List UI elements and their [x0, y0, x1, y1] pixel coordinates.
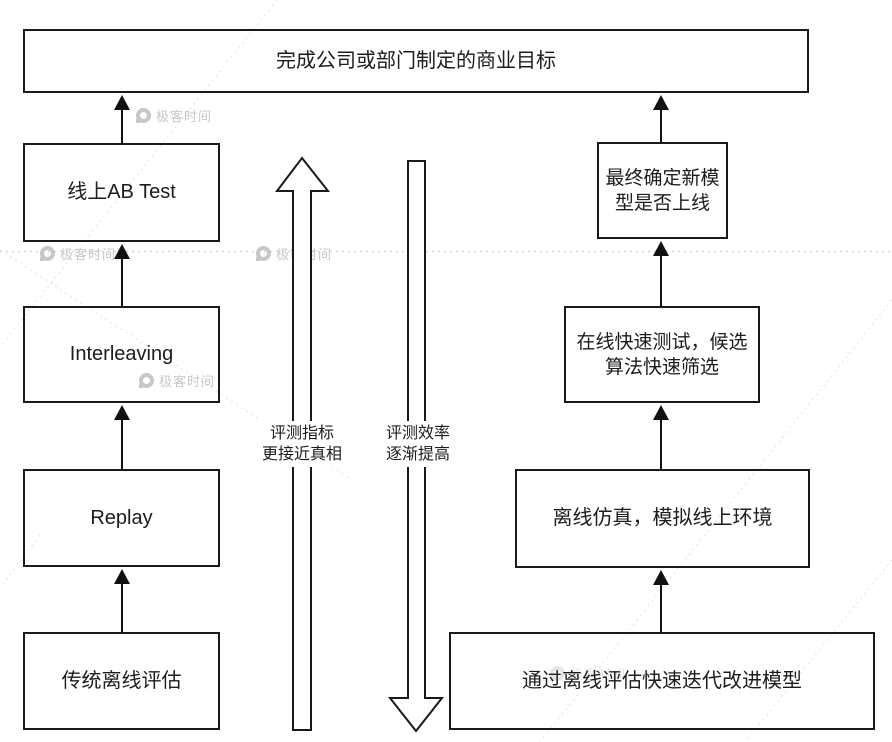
online-quick-test-box: 在线快速测试，候选 算法快速筛选 [564, 306, 760, 403]
flow-arrow-up [653, 570, 669, 632]
flow-arrow-up [653, 241, 669, 306]
replay-box: Replay [23, 469, 220, 567]
interleaving-box: Interleaving [23, 306, 220, 403]
watermark: 极客时间 [256, 244, 332, 263]
watermark: 极客时间 [136, 106, 212, 125]
flow-arrow-up [114, 569, 130, 632]
offline-simulation-box: 离线仿真，模拟线上环境 [515, 469, 810, 568]
watermark: 极客时间 [40, 244, 116, 263]
watermark-text: 极客时间 [60, 247, 117, 262]
watermark-text: 极客时间 [156, 109, 213, 124]
goal-box: 完成公司或部门制定的商业目标 [23, 29, 809, 93]
flow-arrow-up [114, 95, 130, 143]
geekbang-logo-icon [256, 246, 271, 261]
flow-arrow-up [114, 244, 130, 306]
flow-arrow-up [653, 405, 669, 469]
flow-arrow-up [653, 95, 669, 142]
metrics-arrow-label: 评测指标 更接近真相 [255, 421, 349, 467]
watermark-text: 极客时间 [276, 247, 333, 262]
flow-arrow-up [114, 405, 130, 469]
geekbang-logo-icon [136, 108, 151, 123]
geekbang-logo-icon [40, 246, 55, 261]
offline-iteration-box: 通过离线评估快速迭代改进模型 [449, 632, 875, 730]
efficiency-arrow-label: 评测效率 逐渐提高 [379, 421, 457, 467]
final-decision-box: 最终确定新模 型是否上线 [597, 142, 728, 239]
online-ab-test-box: 线上AB Test [23, 143, 220, 242]
traditional-offline-eval-box: 传统离线评估 [23, 632, 220, 730]
